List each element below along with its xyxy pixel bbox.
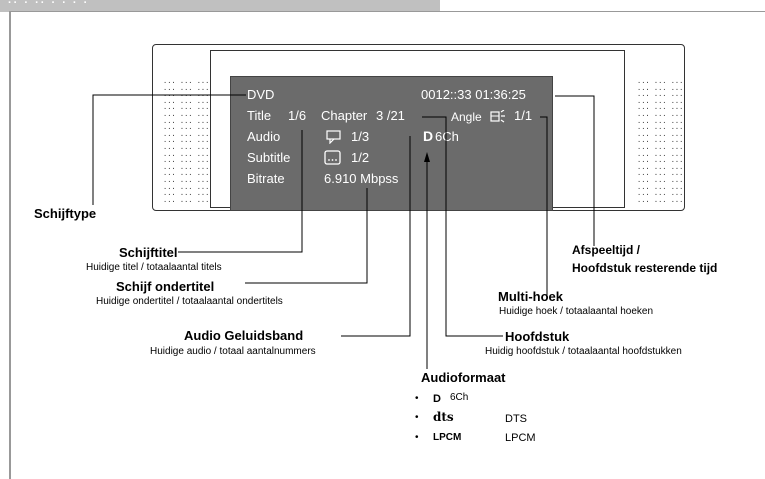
osd-subtitle-value: 1/2 — [351, 150, 370, 165]
label-ondertitel: Schijf ondertitel — [116, 279, 215, 294]
label-audioformaat: Audioformaat — [421, 370, 506, 385]
label-audio: Audio Geluidsband — [184, 328, 304, 343]
osd-dolby-symbol: D — [423, 128, 434, 144]
left-vent-grille: ··· ··· ··· ··· ··· ··· ··· ··· ··· ··· … — [163, 79, 210, 206]
subtitle-icon — [324, 150, 341, 165]
label-hoofdstuk: Hoofdstuk — [505, 329, 570, 344]
format-bullet: • — [415, 432, 419, 443]
osd-chapter-label: Chapter — [321, 108, 368, 123]
header-tab: ·· · ·· · · · · — [0, 0, 440, 12]
osd-audio-label: Audio — [247, 129, 281, 144]
leader-schijftitel — [178, 130, 303, 253]
desc-audio: Huidige audio / totaal aantalnummers — [150, 346, 316, 357]
format-lpcm-logo: LPCM — [433, 432, 462, 443]
format-lpcm-text: LPCM — [505, 432, 536, 444]
osd-chapter-value: 3 /21 — [376, 108, 405, 123]
leader-schijftype — [92, 94, 246, 205]
osd-title-value: 1/6 — [288, 108, 307, 123]
osd-subtitle-label: Subtitle — [247, 150, 291, 165]
desc-multihoek: Huidige hoek / totaalaantal hoeken — [499, 306, 654, 317]
leader-hoofdstuk — [422, 116, 503, 337]
right-vent-grille: ··· ··· ··· ··· ··· ··· ··· ··· ··· ··· … — [637, 79, 684, 206]
format-dts-text: DTS — [505, 413, 527, 425]
osd-disc-type: DVD — [247, 87, 275, 102]
osd-angle-value: 1/1 — [514, 108, 533, 123]
leader-audio — [341, 136, 411, 337]
osd-time: 0012::33 01:36:25 — [421, 87, 526, 102]
format-dolby-symbol: D — [433, 393, 441, 405]
label-resterende-tijd: Hoofdstuk resterende tijd — [572, 261, 718, 275]
desc-schijftitel: Huidige titel / totaalaantal titels — [86, 262, 222, 273]
audio-speech-icon — [326, 130, 341, 144]
format-bullet: • — [415, 412, 419, 423]
header-tab-text: ·· · ·· · · · · — [8, 0, 90, 9]
leader-afspeeltijd — [555, 95, 595, 246]
leader-ondertitel — [245, 188, 368, 284]
audioformaat-arrow — [424, 152, 430, 162]
label-multihoek: Multi-hoek — [498, 289, 563, 304]
osd-audio-format: 6Ch — [435, 129, 459, 144]
angle-camera-icon — [490, 110, 505, 123]
osd-bitrate-value: 6.910 Mbpss — [324, 171, 399, 186]
osd-screen: DVD 0012::33 01:36:25 Title 1/6 Chapter … — [230, 76, 553, 211]
format-dts-logo: dts — [433, 410, 454, 424]
desc-ondertitel: Huidige ondertitel / totaalaantal ondert… — [96, 296, 283, 307]
label-schijftitel: Schijftitel — [119, 245, 178, 260]
format-bullet: • — [415, 393, 419, 404]
osd-audio-value: 1/3 — [351, 129, 370, 144]
label-schijftype: Schijftype — [34, 206, 97, 221]
label-afspeeltijd: Afspeeltijd / — [572, 243, 641, 257]
format-dolby-text: 6Ch — [450, 392, 469, 403]
desc-hoofdstuk: Huidig hoofdstuk / totaalaantal hoofdstu… — [485, 346, 682, 357]
osd-angle-label: Angle — [451, 110, 482, 124]
leader-multihoek — [540, 116, 548, 295]
page-frame — [9, 11, 765, 479]
osd-bitrate-label: Bitrate — [247, 171, 285, 186]
osd-title-label: Title — [247, 108, 272, 123]
